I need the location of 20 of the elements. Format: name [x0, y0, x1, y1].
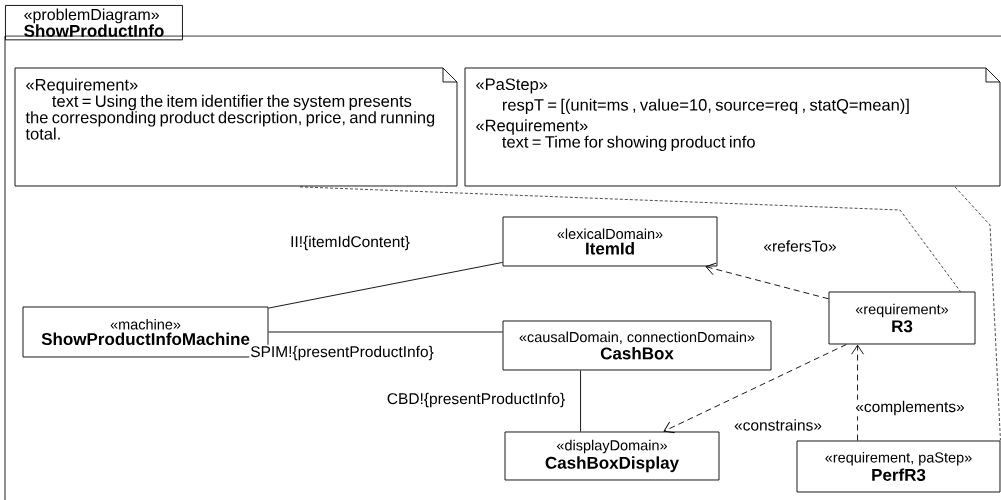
dependency-arrow — [851, 344, 864, 441]
connection-line — [268, 261, 503, 309]
connection-line — [580, 370, 581, 432]
edge-label: «constrains» — [733, 418, 823, 432]
domain-box: «lexicalDomain» ItemId — [502, 216, 718, 267]
dependency-arrow — [663, 344, 847, 434]
note-box: «Requirement» text = Using the item identifier the system presents the corresponding product description, price, and running total. — [14, 67, 458, 187]
edge-label: «complements» — [854, 399, 966, 417]
domain-box: «requirement, paStep» PerfR3 — [796, 440, 1001, 493]
note-box: «PaStep» respT = [(unit=ms , value=10, source=req , statQ=mean)] «Requirement» text = Time for showing product info — [464, 67, 1001, 187]
dependency-arrow — [705, 262, 829, 300]
domain-box: «requirement» R3 — [828, 291, 976, 345]
domain-box: «displayDomain» CashBoxDisplay — [504, 431, 720, 481]
domain-box: «causalDomain, connectionDomain» CashBox — [502, 320, 772, 371]
connection-line — [268, 331, 503, 333]
note-connector — [299, 186, 961, 292]
edge-label: II!{itemIdContent} — [289, 234, 411, 252]
edge-label: «refersTo» — [762, 239, 838, 253]
edge-label: SPIM!{presentProductInfo} — [249, 344, 435, 362]
edge-label: CBD!{presentProductInfo} — [385, 391, 567, 409]
